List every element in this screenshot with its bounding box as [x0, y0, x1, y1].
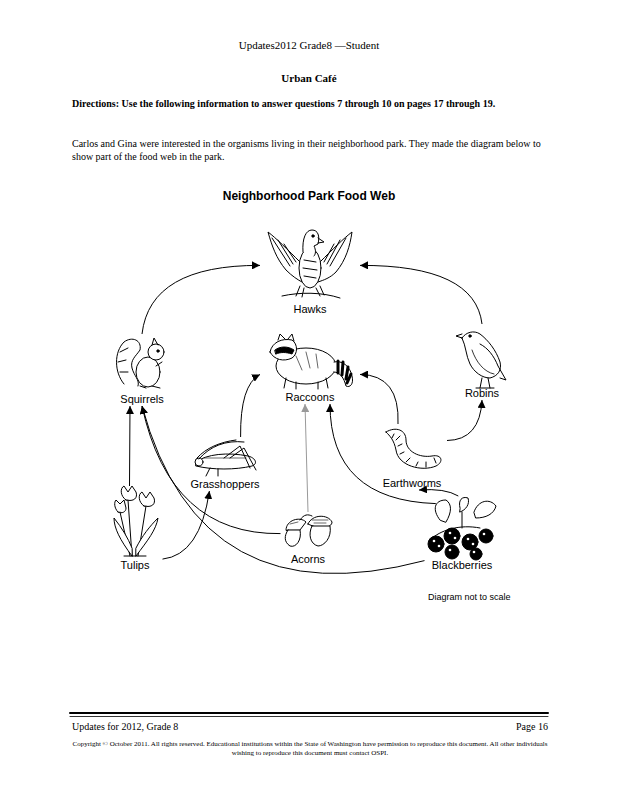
organism-node: Tulips — [108, 486, 163, 572]
raccoon-drawing — [270, 334, 353, 389]
page-number: Page 16 — [400, 721, 548, 732]
copyright-note: Copyright © October 2011. All rights res… — [72, 740, 548, 758]
footer-rule — [70, 712, 548, 714]
organism-node: Robins — [452, 324, 512, 400]
food-arrow — [142, 406, 425, 574]
food-arrow — [163, 491, 210, 559]
footer-rule — [70, 716, 548, 717]
food-arrow — [360, 265, 482, 324]
earthworm-drawing — [386, 429, 441, 468]
grasshopper-drawing — [195, 440, 256, 476]
organism-label: Earthworms — [377, 476, 447, 490]
organism-label: Hawks — [260, 302, 360, 316]
food-arrow — [419, 490, 458, 496]
squirrel-drawing — [117, 338, 165, 388]
food-arrow — [241, 374, 260, 437]
organism-node: Raccoons — [260, 330, 360, 404]
organism-label: Grasshoppers — [186, 477, 264, 491]
organism-node: Hawks — [260, 224, 360, 316]
food-arrow — [360, 374, 398, 424]
organism-label: Robins — [452, 386, 512, 400]
organism-node: Earthworms — [377, 424, 447, 490]
scale-note: Diagram not to scale — [428, 592, 548, 602]
food-arrow — [142, 265, 260, 334]
intro-text: Carlos and Gina were interested in the o… — [72, 137, 548, 163]
food-arrow — [447, 400, 482, 441]
section-heading: Urban Café — [0, 72, 618, 84]
footer-left: Updates for 2012, Grade 8 — [72, 721, 322, 732]
tulip-drawing — [114, 486, 158, 556]
organism-label: Tulips — [108, 558, 163, 572]
hawk-drawing — [268, 230, 352, 298]
robin-drawing — [456, 332, 506, 388]
organism-node: Acorns — [281, 512, 336, 566]
organism-label: Acorns — [281, 552, 336, 566]
organism-label: Raccoons — [260, 390, 360, 404]
organism-node: Grasshoppers — [186, 437, 264, 491]
diagram-title: Neighborhood Park Food Web — [0, 189, 618, 203]
page-header: Updates2012 Grade8 —Student — [0, 39, 618, 51]
food-arrow — [129, 406, 131, 486]
food-arrow — [305, 404, 308, 512]
organism-label: Squirrels — [112, 392, 172, 406]
organism-node: Blackberries — [425, 496, 500, 572]
blackberry-drawing — [428, 497, 496, 560]
food-arrow — [142, 406, 281, 534]
acorn-drawing — [285, 515, 332, 547]
organism-node: Squirrels — [112, 334, 172, 406]
organism-label: Blackberries — [425, 558, 500, 572]
directions-text: Directions: Use the following informatio… — [72, 97, 548, 111]
